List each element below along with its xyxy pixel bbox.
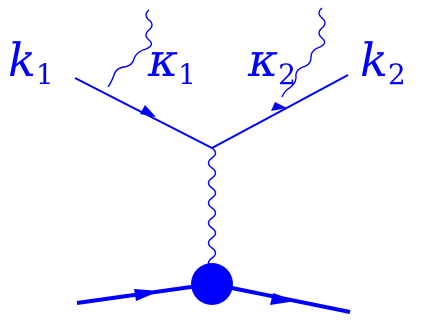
incoming-electron-arrow	[140, 105, 156, 117]
exchange-photon-line	[207, 147, 217, 271]
label-kappa2: κ2	[247, 33, 296, 91]
outgoing-electron-line	[211, 74, 349, 149]
label-kappa1: κ1	[147, 33, 196, 91]
nucleus-vertex-blob	[191, 263, 233, 305]
label-k1: k1	[8, 33, 54, 91]
outgoing-electron-arrow	[271, 102, 287, 111]
label-k2: k2	[360, 33, 406, 91]
outgoing-nucleus-arrow	[270, 293, 296, 305]
incoming-nucleus-arrow	[134, 289, 160, 301]
photon-kappa1-line	[107, 9, 153, 88]
photon-kappa2-line	[281, 7, 326, 98]
